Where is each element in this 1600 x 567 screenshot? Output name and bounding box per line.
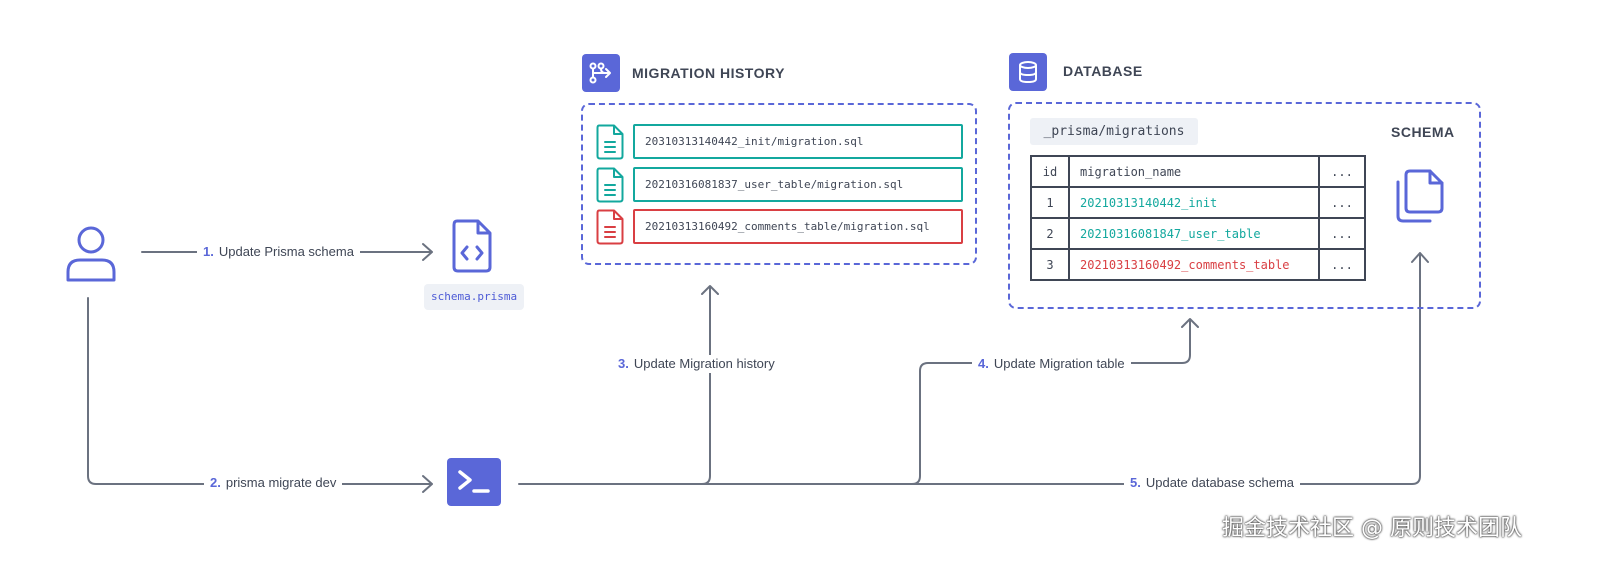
migrations-table: id migration_name ... 1 20210313140442_i… <box>1030 155 1366 281</box>
step-2-label: 2.prisma migrate dev <box>204 474 343 492</box>
migration-file-name: 20210313160492_comments_table/migration.… <box>633 209 963 244</box>
copy-files-icon <box>1394 168 1446 224</box>
arrow-migrate-dev <box>87 297 433 493</box>
column-header: migration_name <box>1068 155 1320 188</box>
row-migration-name: 20210313160492_comments_table <box>1068 248 1320 281</box>
row-migration-name: 20210313140442_init <box>1068 186 1320 219</box>
schema-title: SCHEMA <box>1391 124 1455 140</box>
code-file-icon <box>452 219 492 273</box>
row-migration-name: 20210316081847_user_table <box>1068 217 1320 250</box>
watermark-text: 掘金技术社区 @ 原则技术团队 <box>1222 516 1522 541</box>
document-icon <box>596 209 624 245</box>
terminal-icon <box>447 458 501 506</box>
branch-flow-icon <box>582 54 620 92</box>
document-icon <box>596 167 624 203</box>
database-title: DATABASE <box>1063 63 1143 79</box>
step-1-label: 1.Update Prisma schema <box>197 243 360 261</box>
row-more: ... <box>1318 217 1366 250</box>
database-panel <box>1008 102 1481 309</box>
row-more: ... <box>1318 248 1366 281</box>
migration-file-name: 20310313140442_init/migration.sql <box>633 124 963 159</box>
line-terminal-trunk <box>518 252 1429 485</box>
arrow-migration-history <box>701 285 719 485</box>
database-icon <box>1009 53 1047 91</box>
table-row: 3 20210313160492_comments_table ... <box>1030 248 1366 281</box>
step-3-label: 3.Update Migration history <box>612 355 781 373</box>
row-id: 1 <box>1030 186 1070 219</box>
migration-history-panel <box>581 103 977 265</box>
document-icon <box>596 124 624 160</box>
row-id: 3 <box>1030 248 1070 281</box>
step-4-label: 4.Update Migration table <box>972 355 1131 373</box>
migrations-table-name: _prisma/migrations <box>1030 118 1198 145</box>
user-icon <box>64 224 118 284</box>
table-row: 2 20210316081847_user_table ... <box>1030 217 1366 250</box>
column-header: ... <box>1318 155 1366 188</box>
row-id: 2 <box>1030 217 1070 250</box>
row-more: ... <box>1318 186 1366 219</box>
migration-history-title: MIGRATION HISTORY <box>632 65 785 81</box>
migration-file-name: 20210316081837_user_table/migration.sql <box>633 167 963 202</box>
step-5-label: 5.Update database schema <box>1124 474 1300 492</box>
arrow-migration-table <box>911 318 1199 485</box>
schema-file-name: schema.prisma <box>424 284 525 310</box>
table-row: 1 20210313140442_init ... <box>1030 186 1366 219</box>
table-header-row: id migration_name ... <box>1030 155 1366 188</box>
column-header: id <box>1030 155 1070 188</box>
